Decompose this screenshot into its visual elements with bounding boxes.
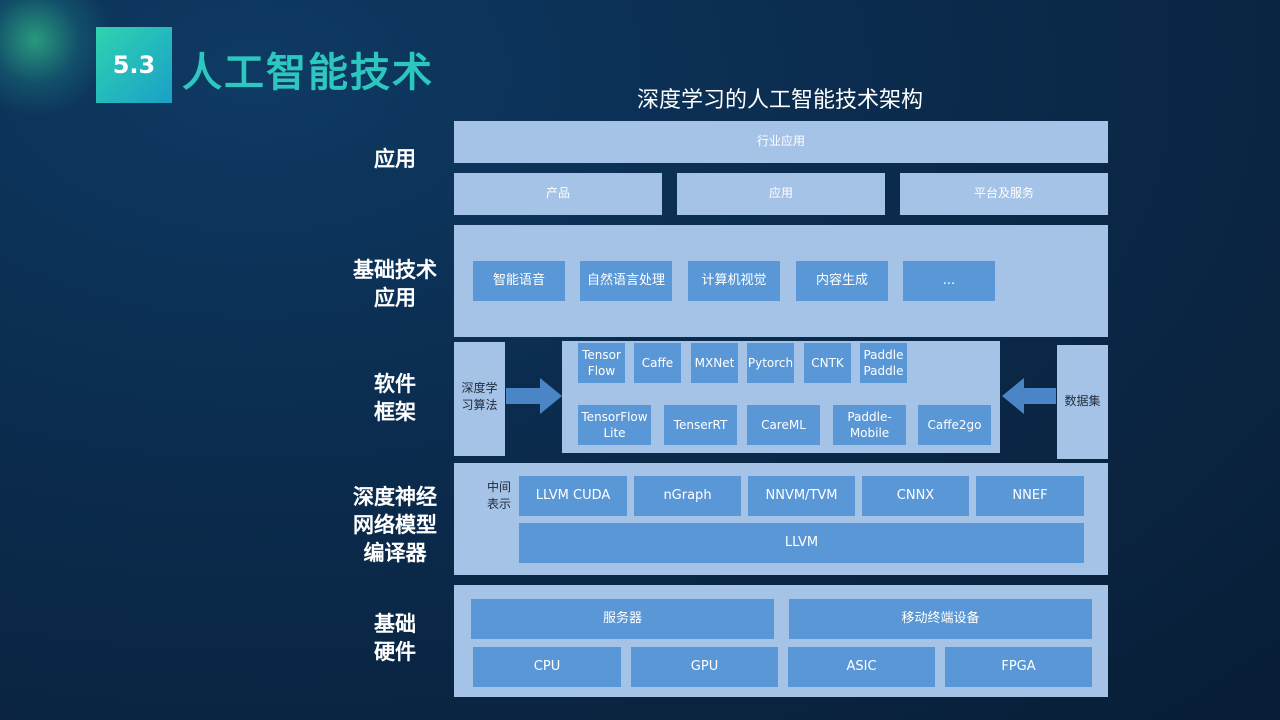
app-item-application: 应用 [677, 173, 885, 215]
layer-label-line: 软件 [374, 372, 416, 396]
layer-label-line: 应用 [374, 147, 416, 171]
section-badge: 5.3 [96, 27, 172, 103]
layer-label-line: 硬件 [374, 640, 416, 664]
layer-label-line: 应用 [374, 286, 416, 310]
layer-label-framework: 软件 框架 [330, 370, 460, 426]
layer-label-line: 基础 [374, 612, 416, 636]
app-item-label: 产品 [545, 186, 570, 200]
framework-panel: Tensor Flow Caffe MXNet Pytorch CNTK Pad… [562, 341, 1000, 453]
framework-cntk: CNTK [804, 343, 851, 383]
hardware-panel: 服务器 移动终端设备 CPU GPU ASIC FPGA [454, 585, 1108, 697]
industry-app-bar: 行业应用 [454, 121, 1108, 163]
layer-label-compiler: 深度神经 网络模型 编译器 [330, 483, 460, 567]
tech-item-content-gen: 内容生成 [796, 261, 888, 301]
app-item-label: 应用 [768, 186, 793, 200]
arrow-left-icon [1002, 378, 1056, 414]
tech-item-cv: 计算机视觉 [688, 261, 780, 301]
framework-tensorrt: TenserRT [664, 405, 737, 445]
page-title: 人工智能技术 [182, 50, 434, 96]
layer-label-line: 深度神经 [353, 485, 437, 509]
compiler-ngraph: nGraph [634, 476, 741, 516]
framework-paddlepaddle: Paddle Paddle [860, 343, 907, 383]
layer-label-basic-tech: 基础技术 应用 [330, 256, 460, 312]
compiler-nnef: NNEF [976, 476, 1084, 516]
app-item-label: 平台及服务 [973, 186, 1034, 200]
algorithm-box: 深度学习算法 [454, 342, 505, 456]
framework-paddle-mobile: Paddle-Mobile [833, 405, 906, 445]
layer-label-app: 应用 [330, 145, 460, 173]
hardware-asic: ASIC [788, 647, 935, 687]
dataset-box: 数据集 [1057, 345, 1108, 459]
tech-item-nlp: 自然语言处理 [580, 261, 672, 301]
layer-label-line: 基础技术 [353, 258, 437, 282]
hardware-gpu: GPU [631, 647, 778, 687]
compiler-cnnx: CNNX [862, 476, 969, 516]
framework-coreml: CareML [747, 405, 820, 445]
diagram-title: 深度学习的人工智能技术架构 [636, 88, 923, 113]
tech-item-speech: 智能语音 [473, 261, 565, 301]
dataset-label: 数据集 [1064, 394, 1101, 408]
framework-tflite: TensorFlow Lite [578, 405, 651, 445]
compiler-llvm-cuda: LLVM CUDA [519, 476, 627, 516]
network-graphic [0, 0, 110, 120]
framework-tensorflow: Tensor Flow [578, 343, 625, 383]
industry-app-label: 行业应用 [756, 134, 805, 148]
compiler-nnvm-tvm: NNVM/TVM [748, 476, 855, 516]
hardware-fpga: FPGA [945, 647, 1092, 687]
app-item-product: 产品 [454, 173, 662, 215]
hardware-cpu: CPU [473, 647, 621, 687]
tech-item-more: ... [903, 261, 995, 301]
hardware-mobile: 移动终端设备 [789, 599, 1092, 639]
layer-label-hardware: 基础 硬件 [330, 610, 460, 666]
framework-mxnet: MXNet [691, 343, 738, 383]
layer-label-line: 网络模型 [353, 513, 437, 537]
ir-label: 中间表示 [486, 480, 511, 511]
compiler-llvm: LLVM [519, 523, 1084, 563]
compiler-panel: 中间表示 LLVM CUDA nGraph NNVM/TVM CNNX NNEF… [454, 463, 1108, 575]
layer-label-line: 框架 [374, 400, 416, 424]
layer-label-line: 编译器 [363, 541, 427, 565]
basic-tech-panel: 智能语音 自然语言处理 计算机视觉 内容生成 ... [454, 225, 1108, 337]
arrow-right-icon [506, 378, 562, 414]
algorithm-label: 深度学习算法 [461, 381, 498, 412]
app-item-platform: 平台及服务 [900, 173, 1108, 215]
hardware-server: 服务器 [471, 599, 774, 639]
framework-caffe: Caffe [634, 343, 681, 383]
framework-pytorch: Pytorch [747, 343, 794, 383]
framework-caffe2go: Caffe2go [918, 405, 991, 445]
